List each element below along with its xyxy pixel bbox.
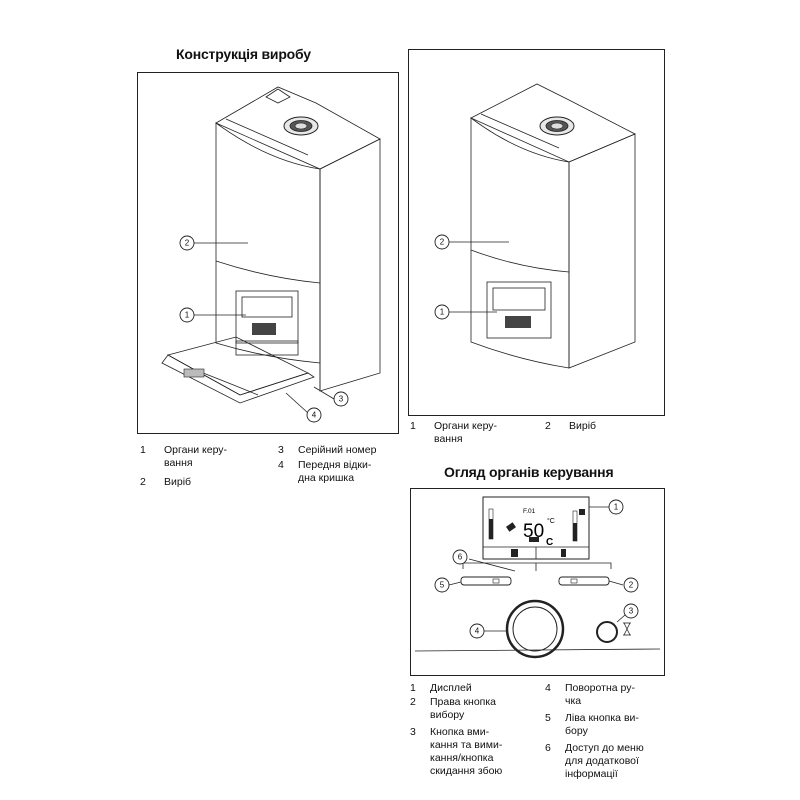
callout-5: 5	[434, 577, 450, 593]
controls-legend: 1 Дисплей 2 Права кнопка вибору 3 Кнопка…	[410, 682, 663, 794]
callout-2: 2	[623, 577, 639, 593]
callout-2: 2	[434, 234, 450, 250]
legend-item-3: 3 Кнопка вми- кання та вими- кання/кнопк…	[410, 726, 503, 777]
legend-item-2: 2 Права кнопка вибору	[410, 696, 497, 721]
callout-1: 1	[179, 307, 195, 323]
callout-4: 4	[469, 623, 485, 639]
boiler-open-cover-drawing: 2 1 3 4	[161, 86, 381, 423]
legend-item-1: 1 Органи керу- вання	[140, 444, 228, 469]
product-figure: 2 1	[408, 49, 665, 416]
tap-icon	[529, 537, 539, 542]
right-button-icon	[561, 549, 566, 557]
legend-item-5: 5 Ліва кнопка ви- бору	[545, 712, 639, 737]
svg-text:1: 1	[440, 308, 445, 317]
controls-section-title: Огляд органів керування	[444, 464, 614, 480]
product-construction-figure: 2 1 3 4	[137, 72, 399, 434]
right-legend: 1 Органи керу- вання 2 Виріб	[410, 420, 660, 452]
svg-text:1: 1	[185, 311, 190, 320]
svg-text:4: 4	[475, 627, 480, 636]
callout-1: 1	[434, 304, 450, 320]
callout-2: 2	[179, 235, 195, 251]
svg-text:4: 4	[312, 411, 317, 420]
legend-item-2: 2 Виріб	[140, 476, 192, 488]
left-legend: 1 Органи керу- вання 2 Виріб 3 Серійний …	[140, 444, 400, 504]
svg-text:2: 2	[185, 239, 190, 248]
display-unit: °C	[547, 517, 555, 525]
left-select-button[interactable]	[460, 576, 512, 586]
legend-item-6: 6 Доступ до меню для додаткової інформац…	[545, 742, 644, 780]
menu-icon	[511, 549, 518, 557]
legend-item-2: 2 Виріб	[545, 420, 597, 432]
svg-text:1: 1	[614, 503, 619, 512]
power-reset-icon	[623, 622, 631, 636]
control-panel-figure: F.01 50 °C C	[410, 488, 665, 676]
display-temperature: 50	[523, 521, 544, 542]
callout-6: 6	[452, 549, 468, 565]
left-section-title: Конструкція виробу	[176, 46, 311, 62]
display-mode-letter: C	[546, 537, 553, 548]
hot-water-bar-icon	[572, 509, 585, 542]
svg-text:6: 6	[458, 553, 463, 562]
heating-bar-icon	[488, 508, 494, 540]
legend-item-4: 4 Поворотна ру- чка	[545, 682, 635, 707]
radiator-icon	[506, 522, 516, 532]
legend-item-1: 1 Органи керу- вання	[410, 420, 498, 445]
callout-1: 1	[608, 499, 624, 515]
control-panel-drawing: F.01 50 °C C	[414, 496, 661, 659]
display-code: F.01	[523, 508, 536, 515]
svg-text:3: 3	[629, 607, 634, 616]
callout-3: 3	[623, 603, 639, 619]
callout-4: 4	[306, 407, 322, 423]
svg-text:2: 2	[629, 581, 634, 590]
svg-text:2: 2	[440, 238, 445, 247]
legend-item-1: 1 Дисплей	[410, 682, 472, 694]
callout-3: 3	[333, 391, 349, 407]
svg-text:5: 5	[440, 581, 445, 590]
svg-text:3: 3	[339, 395, 344, 404]
power-reset-button[interactable]	[596, 621, 618, 643]
legend-item-3: 3 Серійний номер	[278, 444, 377, 456]
legend-item-4: 4 Передня відки- дна кришка	[278, 459, 372, 484]
boiler-closed-drawing: 2 1	[434, 83, 636, 369]
right-select-button[interactable]	[558, 576, 610, 586]
